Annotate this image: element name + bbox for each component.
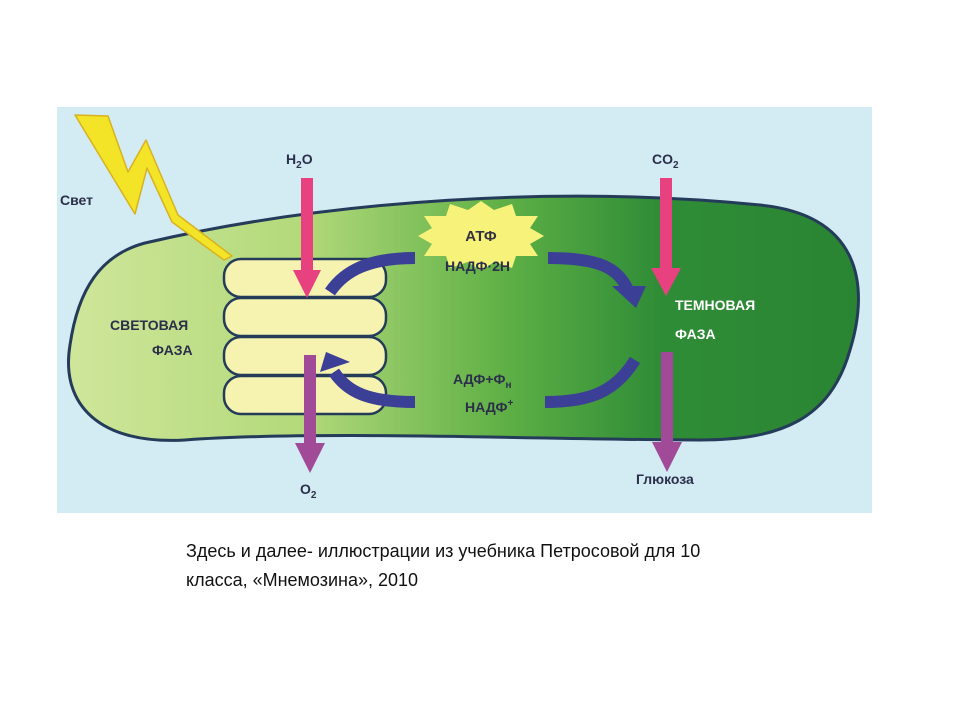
light-phase-label-2: ФАЗА <box>152 342 193 358</box>
dark-phase-label: ТЕМНОВАЯ <box>675 297 755 313</box>
light-phase-label: СВЕТОВАЯ <box>110 317 188 333</box>
glucose-label: Глюкоза <box>636 471 694 487</box>
cycle-arrows <box>320 252 646 408</box>
nadp-label: НАДФ+ <box>465 398 513 415</box>
dark-phase-label-2: ФАЗА <box>675 326 716 342</box>
glucose-arrow <box>652 352 682 472</box>
lightning-icon <box>74 114 233 261</box>
caption-line-1: Здесь и далее- иллюстрации из учебника П… <box>186 541 701 561</box>
caption-line-2: класса, «Мнемозина», 2010 <box>186 570 419 590</box>
o2-arrow <box>295 355 325 473</box>
co2-label: CO2 <box>652 151 679 171</box>
atp-label: АТФ <box>465 228 497 245</box>
light-label: Свет <box>60 192 93 208</box>
nadph-label: НАДФ·2Н <box>445 258 510 274</box>
h2o-arrow <box>293 178 321 298</box>
o2-label: O2 <box>300 481 317 501</box>
co2-arrow <box>651 178 681 296</box>
caption: Здесь и далее- иллюстрации из учебника П… <box>186 537 866 595</box>
adp-label: АДФ+Фн <box>453 371 512 391</box>
atp-starburst <box>418 201 544 271</box>
h2o-label: H2O <box>286 151 313 171</box>
